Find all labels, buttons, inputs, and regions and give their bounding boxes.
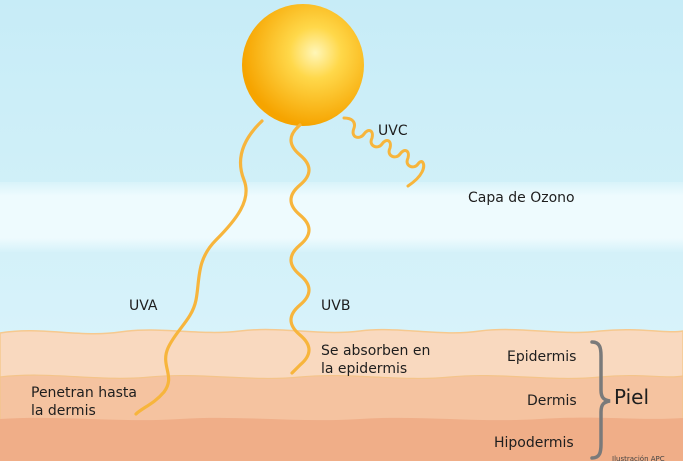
illustration-credit: Ilustración APC [612,450,665,469]
ozone-layer-band [0,182,683,252]
uvb-absorb-line1: Se absorben en [321,342,430,361]
dermis-label: Dermis [527,392,577,411]
uva-label: UVA [129,297,158,316]
uvb-label: UVB [321,297,350,316]
epidermis-label: Epidermis [507,348,576,367]
uva-penetrate-line1: Penetran hasta [31,384,137,403]
uvb-absorb-line2: la epidermis [321,360,407,379]
sun-icon [242,4,364,126]
skin-label: Piel [614,388,649,407]
uvc-label: UVC [378,122,408,141]
uva-penetrate-line2: la dermis [31,402,96,421]
hypodermis-layer [0,418,683,461]
ozone-layer-label: Capa de Ozono [468,189,575,208]
hypodermis-label: Hipodermis [494,434,574,453]
